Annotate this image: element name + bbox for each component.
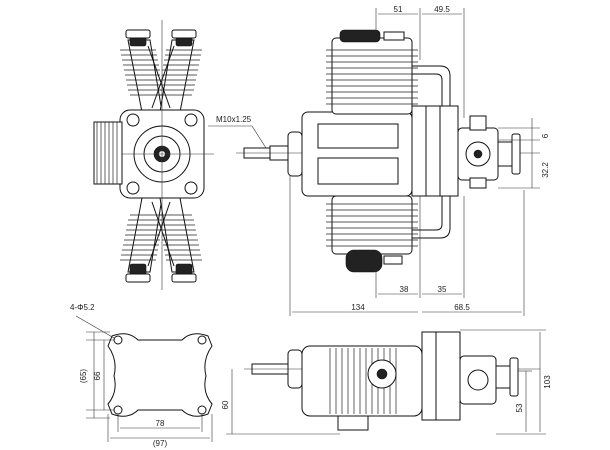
dim-60: 60 <box>221 400 230 409</box>
dim-78: 78 <box>156 419 165 428</box>
dim-53: 53 <box>515 403 524 412</box>
thread-callout: M10x1.25 <box>216 115 252 124</box>
front-side-fins <box>93 121 123 185</box>
dim-35: 35 <box>438 285 447 294</box>
top-view: 60 103 53 <box>221 329 552 435</box>
carburetor <box>457 115 521 189</box>
front-upper-cylinders <box>120 29 202 113</box>
dim-66: 66 <box>93 371 102 380</box>
dim-134: 134 <box>351 303 365 312</box>
top-crankcase <box>301 345 423 417</box>
dim-97: (97) <box>153 439 168 448</box>
dim-51: 51 <box>394 5 403 14</box>
dim-103: 103 <box>543 375 552 389</box>
top-carburetor <box>459 355 497 405</box>
side-dimensions: 51 49.5 6 32.2 38 35 134 68.5 M10x1.25 <box>208 5 550 316</box>
side-upper-cylinder <box>326 29 418 115</box>
drive-washer <box>287 131 303 177</box>
dim-65: (65) <box>79 369 88 384</box>
upper-exhaust <box>412 65 451 108</box>
mount-plate-view: 4-Φ5.2 (65) 66 78 (97) <box>70 303 213 448</box>
dim-68-5: 68.5 <box>454 303 470 312</box>
top-rear-mount <box>421 331 461 421</box>
rear-mount <box>411 105 459 197</box>
dim-32-2: 32.2 <box>541 162 550 178</box>
dim-6: 6 <box>541 133 550 138</box>
holes-callout: 4-Φ5.2 <box>70 303 95 312</box>
side-lower-cylinder <box>326 195 418 273</box>
dim-49-5: 49.5 <box>434 5 450 14</box>
lower-exhaust <box>412 196 451 239</box>
side-view <box>236 29 540 273</box>
dim-38: 38 <box>400 285 409 294</box>
front-view <box>93 20 214 290</box>
front-lower-cylinders <box>120 197 202 283</box>
top-lower-tube <box>337 415 369 431</box>
front-crankcase <box>110 20 214 290</box>
